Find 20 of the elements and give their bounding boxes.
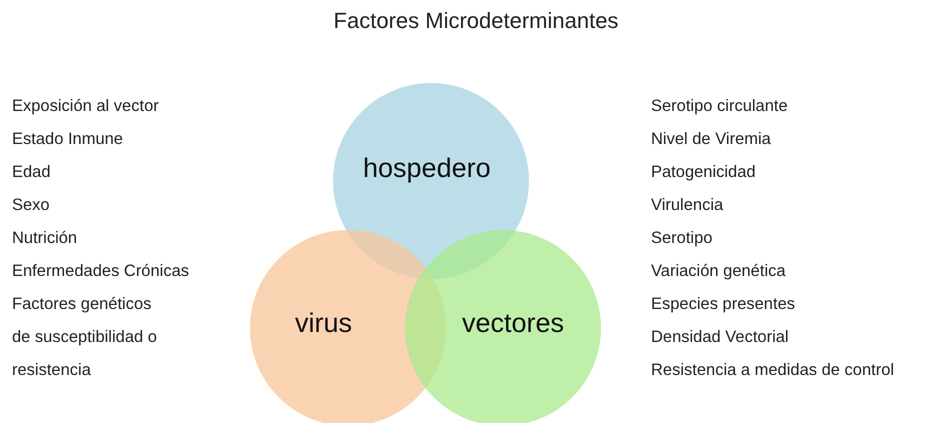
circle-label: virus xyxy=(295,308,352,339)
factor-text: Estado Inmune xyxy=(12,129,123,150)
factor-text: Edad xyxy=(12,162,51,183)
circle-label: vectores xyxy=(462,308,564,339)
factor-text: Nutrición xyxy=(12,228,78,249)
factor-text: Sexo xyxy=(12,195,50,216)
factor-text: Exposición al vector xyxy=(12,96,159,117)
factor-text: Densidad Vectorial xyxy=(651,327,789,348)
factor-text: Variación genética xyxy=(651,261,786,282)
factor-text: Especies presentes xyxy=(651,294,795,315)
factor-text: Virulencia xyxy=(651,195,724,216)
circle-label: hospedero xyxy=(363,153,491,184)
factor-text: Patogenicidad xyxy=(651,162,756,183)
factor-text: Enfermedades Crónicas xyxy=(12,261,190,282)
factor-text: Nivel de Viremia xyxy=(651,129,771,150)
factor-text: Serotipo xyxy=(651,228,712,249)
factor-text: Factores genéticos de susceptibilidad o resistencia xyxy=(12,294,158,381)
factor-text: Serotipo circulante xyxy=(651,96,788,117)
factor-text: Resistencia a medidas de control xyxy=(651,360,894,381)
diagram-title: Factores Microdeterminantes xyxy=(334,8,618,33)
